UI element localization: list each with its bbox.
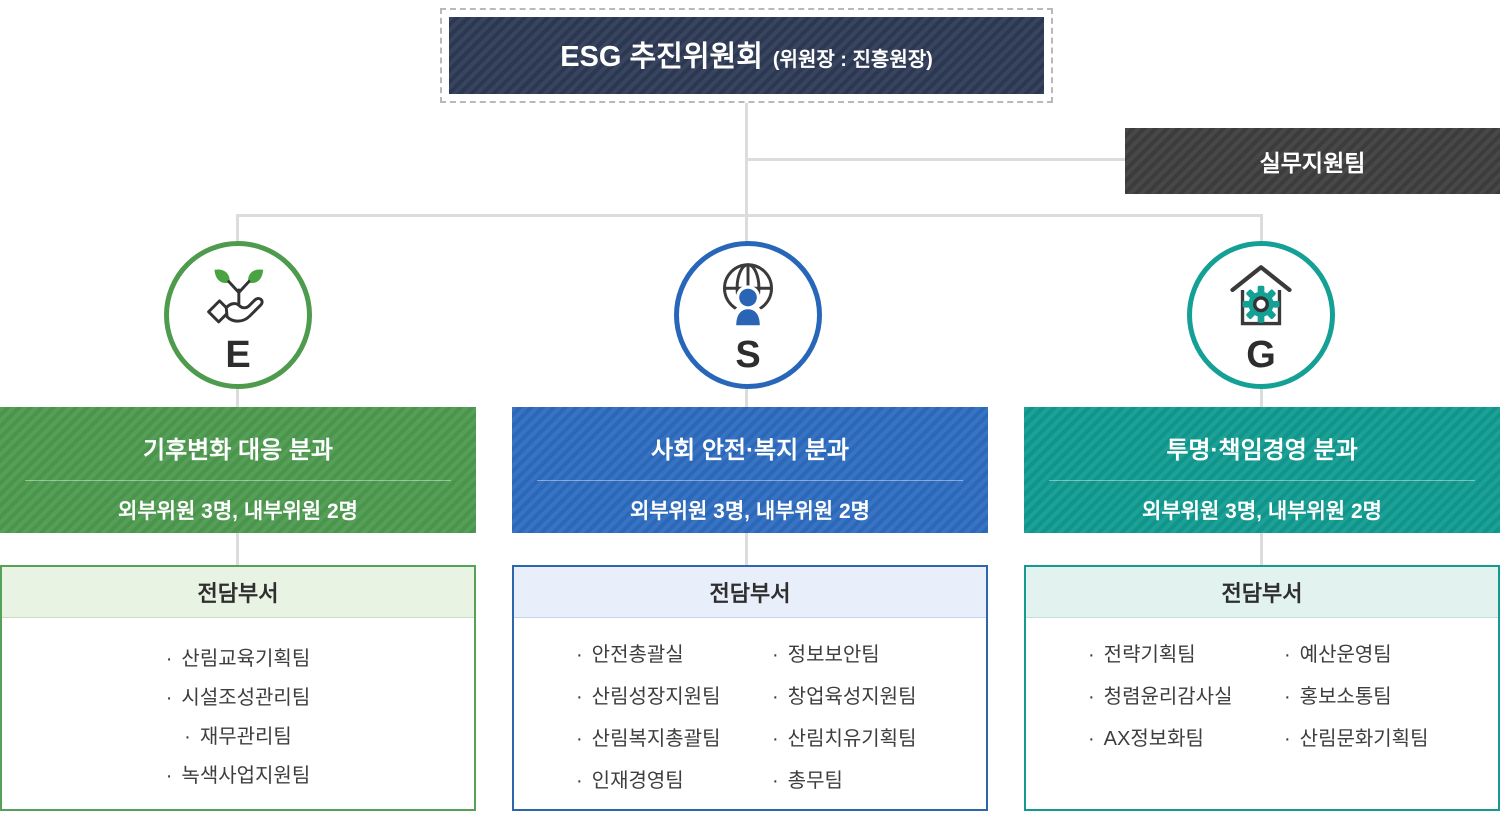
team-item: AX정보화팀 bbox=[1088, 726, 1284, 753]
team-item: 인재경영팀 bbox=[576, 768, 772, 795]
team-item: 창업육성지원팀 bbox=[772, 684, 917, 711]
team-item: 산림복지총괄팀 bbox=[576, 726, 772, 753]
connector-dept-right bbox=[1260, 533, 1263, 565]
team-item: 산림교육기획팀 bbox=[2, 646, 474, 673]
pillar-s-letter: S bbox=[735, 334, 761, 376]
committee-chair-note: (위원장 : 진흥원장) bbox=[772, 49, 933, 71]
pillar-g-badge: G bbox=[1187, 241, 1335, 389]
support-team-box: 실무지원팀 bbox=[1125, 128, 1500, 194]
division-members: 외부위원 3명, 내부위원 2명 bbox=[1142, 500, 1382, 523]
dept-header: 전담부서 bbox=[2, 567, 474, 618]
team-item: 산림치유기획팀 bbox=[772, 726, 917, 753]
dept-team-list: 안전총괄실 산림성장지원팀 산림복지총괄팀 인재경영팀 정보보안팀 창업육성지원… bbox=[514, 618, 986, 810]
team-item: 정보보안팀 bbox=[772, 642, 916, 669]
team-item: 재무관리팀 bbox=[2, 724, 474, 751]
division-divider bbox=[25, 480, 451, 481]
division-box-climate: 기후변화 대응 분과 외부위원 3명, 내부위원 2명 bbox=[0, 407, 476, 533]
dept-box-governance: 전담부서 전략기획팀 청렴윤리감사실 AX정보화팀 예산운영팀 홍보소통팀 산림… bbox=[1024, 565, 1500, 811]
team-item: 안전총괄실 bbox=[576, 642, 772, 669]
division-title: 기후변화 대응 분과 bbox=[143, 437, 333, 464]
division-members: 외부위원 3명, 내부위원 2명 bbox=[118, 500, 358, 523]
connector-horizontal-main bbox=[236, 214, 1263, 217]
division-title: 사회 안전·복지 분과 bbox=[651, 437, 849, 464]
team-item: 전략기획팀 bbox=[1088, 642, 1284, 669]
dept-box-social: 전담부서 안전총괄실 산림성장지원팀 산림복지총괄팀 인재경영팀 정보보안팀 창… bbox=[512, 565, 988, 811]
division-box-social: 사회 안전·복지 분과 외부위원 3명, 내부위원 2명 bbox=[512, 407, 988, 533]
dept-header: 전담부서 bbox=[514, 567, 986, 618]
sprout-in-hand-icon bbox=[207, 269, 264, 324]
pillar-e-letter: E bbox=[225, 334, 251, 376]
dept-team-list: 전략기획팀 청렴윤리감사실 AX정보화팀 예산운영팀 홍보소통팀 산림문화기획팀 bbox=[1026, 618, 1498, 768]
connector-dept-left bbox=[236, 533, 239, 565]
house-gear-icon bbox=[1230, 265, 1292, 326]
pillar-e-badge: E bbox=[164, 241, 312, 389]
team-item: 예산운영팀 bbox=[1284, 642, 1428, 669]
division-members: 외부위원 3명, 내부위원 2명 bbox=[630, 500, 870, 523]
pillar-g-letter: G bbox=[1246, 334, 1276, 376]
pillar-s-badge: S bbox=[674, 241, 822, 389]
team-item: 시설조성관리팀 bbox=[2, 685, 474, 712]
support-team-label: 실무지원팀 bbox=[1259, 150, 1366, 176]
committee-title: ESG 추진위원회 bbox=[560, 41, 763, 73]
dept-team-list: 산림교육기획팀 시설조성관리팀 재무관리팀 녹색사업지원팀 bbox=[2, 618, 474, 790]
team-item: 홍보소통팀 bbox=[1284, 684, 1428, 711]
team-item: 산림문화기획팀 bbox=[1284, 726, 1429, 753]
connector-support-branch bbox=[745, 158, 1125, 161]
team-item: 산림성장지원팀 bbox=[576, 684, 772, 711]
esg-committee-box: ESG 추진위원회 (위원장 : 진흥원장) bbox=[440, 8, 1053, 103]
globe-person-icon bbox=[723, 263, 773, 331]
connector-dept-center bbox=[745, 533, 748, 565]
dept-box-climate: 전담부서 산림교육기획팀 시설조성관리팀 재무관리팀 녹색사업지원팀 bbox=[0, 565, 476, 811]
division-divider bbox=[537, 480, 963, 481]
team-item: 청렴윤리감사실 bbox=[1088, 684, 1284, 711]
division-title: 투명·책임경영 분과 bbox=[1166, 437, 1358, 464]
team-item: 녹색사업지원팀 bbox=[2, 763, 474, 790]
dept-header: 전담부서 bbox=[1026, 567, 1498, 618]
division-box-governance: 투명·책임경영 분과 외부위원 3명, 내부위원 2명 bbox=[1024, 407, 1500, 533]
esg-committee-inner: ESG 추진위원회 (위원장 : 진흥원장) bbox=[449, 17, 1044, 94]
division-divider bbox=[1049, 480, 1475, 481]
team-item: 총무팀 bbox=[772, 768, 916, 795]
